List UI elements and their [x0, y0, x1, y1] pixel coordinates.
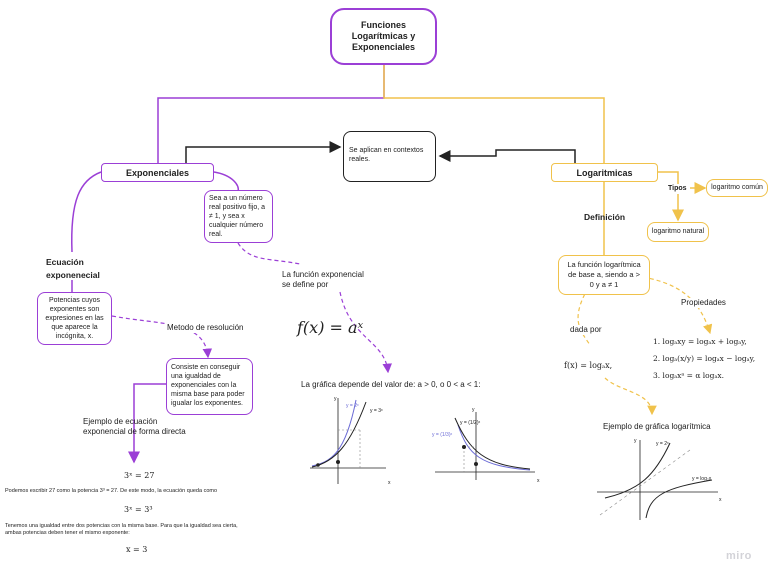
- miro-watermark: miro: [726, 550, 752, 562]
- ecuacion-title: Ecuación exponenecial: [46, 257, 100, 280]
- expo-definition-box[interactable]: Sea a un número real positivo fijo, a ≠ …: [204, 190, 273, 243]
- step-1-text: Podemos escribir 27 como la potencia 3³ …: [5, 488, 218, 494]
- funcion-exponencial-label: La función exponencial se define por: [282, 270, 364, 289]
- logaritmicas-label: Logaritmicas: [576, 167, 633, 178]
- step-2-text: Tenemos una igualdad entre dos potencias…: [5, 523, 238, 536]
- exponenciales-label: Exponenciales: [125, 167, 190, 178]
- ejemplo-grafica-log-label: Ejemplo de gráfica logarítmica: [603, 422, 711, 431]
- equation-1: 3ˣ = 27: [124, 471, 155, 480]
- g1-axis-x: x: [388, 480, 391, 486]
- log-formula: f(x) = logₐx,: [564, 361, 613, 370]
- log-definition-text: La función logarítmica de base a, siendo…: [567, 260, 641, 289]
- g3-axis-y: y: [634, 438, 637, 444]
- logaritmicas-node[interactable]: Logaritmicas: [551, 163, 658, 182]
- dada-por-label: dada por: [570, 325, 602, 335]
- ecuacion-definition-text: Potencias cuyos exponentes son expresion…: [45, 297, 104, 340]
- expo-definition-text: Sea a un número real positivo fijo, a ≠ …: [209, 195, 266, 238]
- property-3: 3. logₐxᵃ = α logₐx.: [653, 371, 724, 380]
- definicion-label: Definición: [584, 212, 626, 222]
- ejemplo-ecuacion-label: Ejemplo de ecuación exponencial de forma…: [83, 417, 186, 436]
- metodo-box[interactable]: Consiste en conseguir una igualdad de ex…: [166, 358, 253, 415]
- g1-label-2x: y = 2ˣ: [346, 403, 359, 409]
- g3-axis-x: x: [719, 497, 722, 503]
- funcion-exponencial-formula: f(x) = aˣ: [297, 318, 364, 337]
- g1-label-3x: y = 3ˣ: [370, 408, 383, 414]
- ecuacion-definition-box[interactable]: Potencias cuyos exponentes son expresion…: [37, 292, 112, 345]
- center-label: Se aplican en contextos reales.: [349, 147, 424, 163]
- property-1: 1. logₐxy = logₐx + logₐy,: [653, 337, 747, 346]
- equation-3: x = 3: [126, 545, 148, 554]
- g1-axis-y: y: [334, 396, 337, 402]
- propiedades-label: Propiedades: [681, 298, 726, 308]
- grafica-label: La gráfica depende del valor de: a > 0, …: [301, 380, 481, 389]
- g2-label-half: y = (1/2)ˣ: [460, 420, 481, 426]
- property-2: 2. logₐ(x/y) = logₐx − logₐy,: [653, 354, 756, 363]
- exponenciales-node[interactable]: Exponenciales: [101, 163, 214, 182]
- log-definition-box[interactable]: La función logarítmica de base a, siendo…: [558, 255, 650, 295]
- center-node[interactable]: Se aplican en contextos reales.: [343, 131, 436, 182]
- logaritmo-natural-label: logaritmo natural: [651, 228, 705, 235]
- metodo-box-text: Consiste en conseguir una igualdad de ex…: [171, 364, 245, 407]
- g2-axis-y: y: [472, 407, 475, 413]
- metodo-label: Metodo de resolución: [166, 323, 245, 333]
- equation-2: 3ˣ = 3³: [124, 505, 153, 514]
- g3-label-log: y = log₂x: [692, 476, 712, 482]
- logaritmo-comun-label: logaritmo común: [711, 184, 763, 191]
- tipos-label: Tipos: [668, 184, 687, 194]
- logaritmo-natural-box[interactable]: logaritmo natural: [647, 222, 709, 242]
- g2-axis-x: x: [537, 478, 540, 484]
- g2-label-third: y = (1/3)ˣ: [432, 432, 453, 438]
- root-label: Funciones Logarítmicas y Exponenciales: [351, 20, 416, 52]
- root-node[interactable]: Funciones Logarítmicas y Exponenciales: [330, 8, 437, 65]
- g3-label-2x: y = 2ˣ: [656, 441, 669, 447]
